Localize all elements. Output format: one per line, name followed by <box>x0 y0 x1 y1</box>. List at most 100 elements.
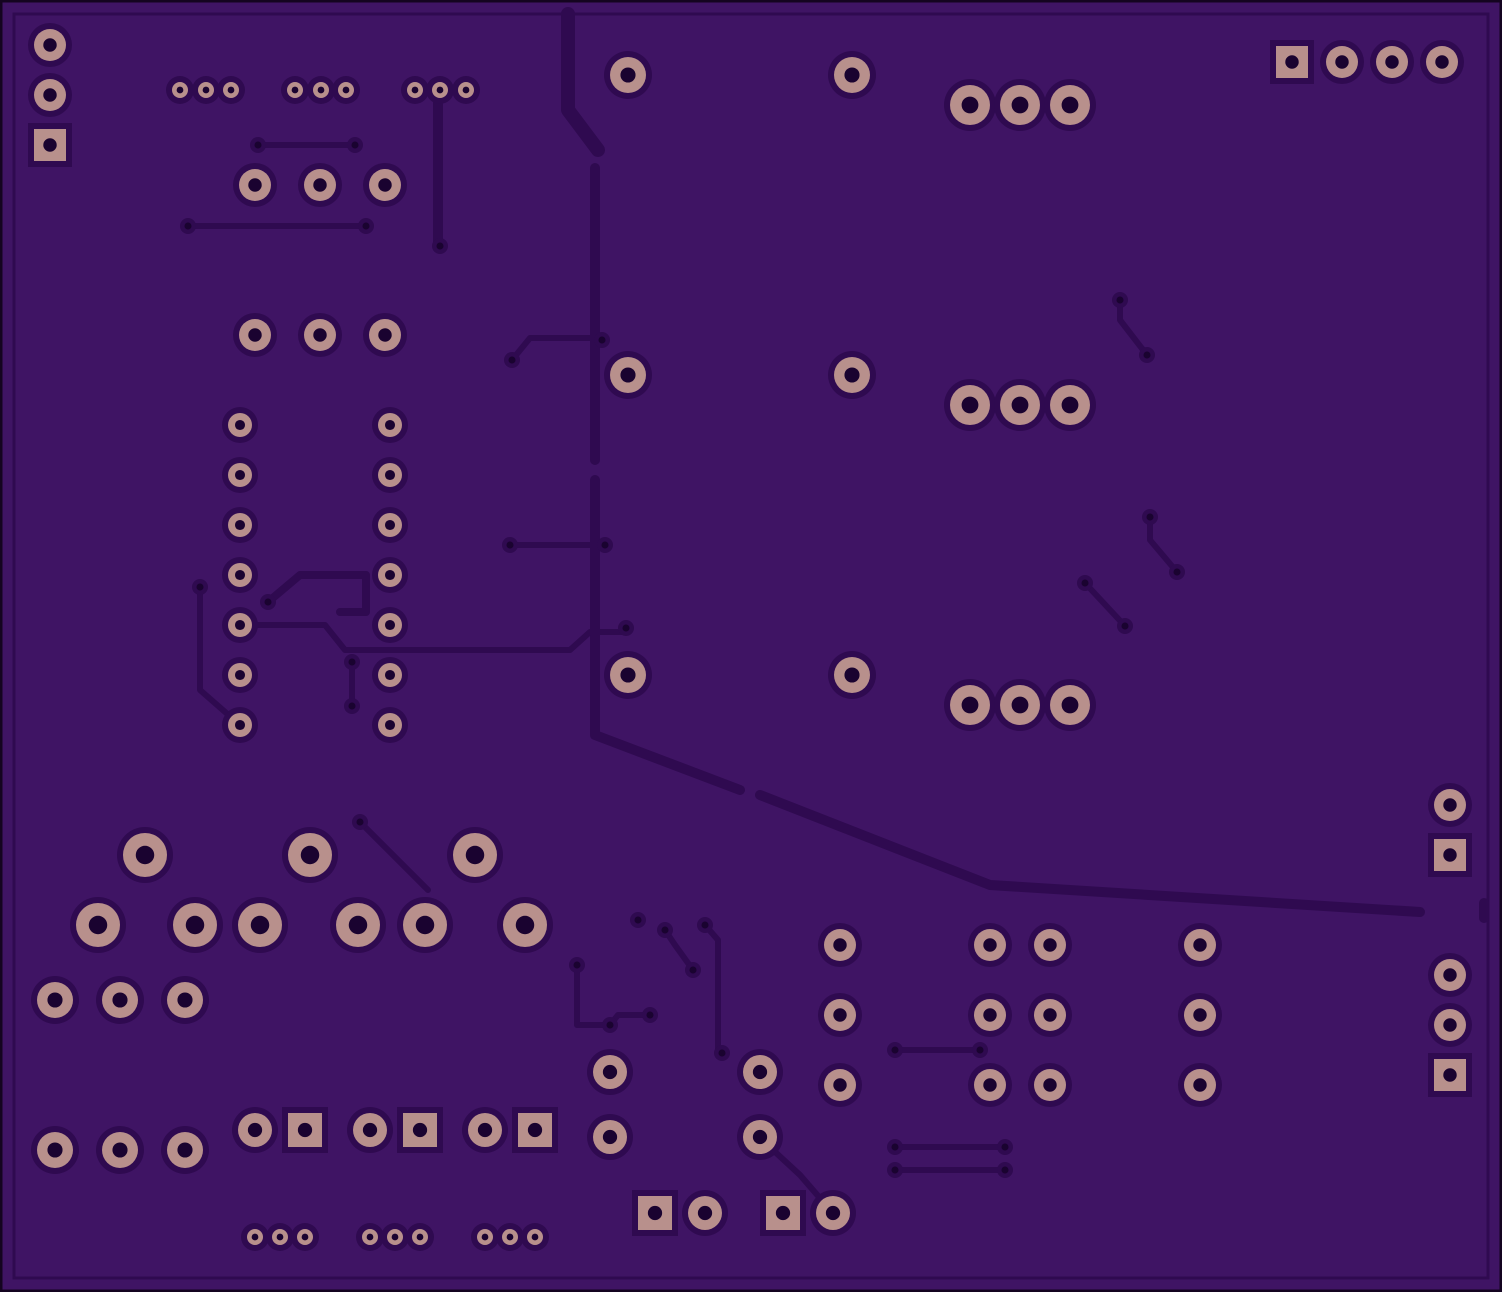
via-drill <box>356 818 364 826</box>
dip-pad-drill <box>234 519 246 531</box>
via-drill <box>362 222 370 230</box>
dip-pad-drill <box>384 669 396 681</box>
jack-pad-drill <box>177 1142 193 1158</box>
header-pad-drill <box>1385 55 1399 69</box>
jack-pad-drill <box>47 992 63 1008</box>
via-drill <box>508 356 516 364</box>
pot-pad-drill <box>88 915 108 935</box>
connector-pad-drill <box>247 1122 263 1138</box>
header-pad-drill <box>1443 798 1457 812</box>
large-pad-drill <box>844 667 860 683</box>
copper-trace <box>509 335 605 363</box>
smd-small-pad-drill <box>366 1233 374 1241</box>
large-pad-drill <box>844 367 860 383</box>
connector-pad-drill <box>412 1122 428 1138</box>
smd-small-pad-drill <box>301 1233 309 1241</box>
dip-pad-drill <box>384 519 396 531</box>
via-layer <box>180 137 1185 1178</box>
via-drill <box>506 541 514 549</box>
via-drill <box>254 141 262 149</box>
through-hole-pad-drill <box>313 328 327 342</box>
copper-trace <box>237 622 629 653</box>
connector-pad-drill <box>477 1122 493 1138</box>
copper-trace <box>357 819 431 893</box>
via-drill <box>622 624 630 632</box>
connector-pad-drill <box>775 1205 791 1221</box>
dip-pad-drill <box>234 569 246 581</box>
header-pad-drill <box>43 138 57 152</box>
regulator-pad-drill <box>1061 96 1079 114</box>
header-pad-drill <box>43 38 57 52</box>
via-drill <box>1121 622 1129 630</box>
via-drill <box>891 1046 899 1054</box>
smd-small-pad-drill <box>416 1233 424 1241</box>
through-hole-pad-drill <box>983 1008 997 1022</box>
dip-pad-drill <box>384 719 396 731</box>
large-pad-drill <box>620 367 636 383</box>
ground-plane-outline <box>12 12 1490 1280</box>
header-pad-drill <box>1443 968 1457 982</box>
dip-pad-drill <box>234 419 246 431</box>
dip-pad-drill <box>234 469 246 481</box>
through-hole-pad-drill <box>313 178 327 192</box>
via-drill <box>436 242 444 250</box>
copper-trace <box>755 790 1425 917</box>
smd-small-pad-drill <box>462 86 470 94</box>
smd-small-pad-drill <box>202 86 210 94</box>
via-drill <box>634 916 642 924</box>
through-hole-pad-drill <box>752 1064 768 1080</box>
large-pad-drill <box>620 67 636 83</box>
via-drill <box>1173 568 1181 576</box>
regulator-pad-drill <box>1011 396 1029 414</box>
through-hole-pad-drill <box>833 1008 847 1022</box>
jack-pad-drill <box>47 1142 63 1158</box>
dip-pad-drill <box>234 719 246 731</box>
via-drill <box>891 1166 899 1174</box>
connector-pad-drill <box>647 1205 663 1221</box>
dip-pad-drill <box>384 569 396 581</box>
connector-pad-drill <box>297 1122 313 1138</box>
through-hole-pad-drill <box>983 1078 997 1092</box>
dip-pad-drill <box>234 669 246 681</box>
through-hole-pad-drill <box>248 328 262 342</box>
through-hole-pad-drill <box>378 178 392 192</box>
through-hole-pad-drill <box>248 178 262 192</box>
connector-pad-drill <box>362 1122 378 1138</box>
pot-pad-drill <box>300 845 320 865</box>
smd-small-pad-drill <box>411 86 419 94</box>
jack-pad-drill <box>177 992 193 1008</box>
through-hole-pad-drill <box>1043 1008 1057 1022</box>
via-drill <box>1001 1166 1009 1174</box>
via-drill <box>701 921 709 929</box>
via-drill <box>606 1021 614 1029</box>
smd-small-pad-drill <box>506 1233 514 1241</box>
via-drill <box>573 961 581 969</box>
through-hole-pad-drill <box>1043 938 1057 952</box>
smd-small-pad-drill <box>176 86 184 94</box>
via-drill <box>891 1143 899 1151</box>
header-pad-drill <box>1335 55 1349 69</box>
header-pad-drill <box>1435 55 1449 69</box>
via-drill <box>1146 513 1154 521</box>
smd-small-pad-drill <box>391 1233 399 1241</box>
connector-pad-drill <box>697 1205 713 1221</box>
smd-small-pad-drill <box>317 86 325 94</box>
via-drill <box>689 966 697 974</box>
pot-pad-drill <box>185 915 205 935</box>
through-hole-pad-drill <box>602 1129 618 1145</box>
regulator-pad-drill <box>1061 696 1079 714</box>
pot-pad-drill <box>415 915 435 935</box>
via-drill <box>1001 1143 1009 1151</box>
regulator-pad-drill <box>1061 396 1079 414</box>
via-drill <box>1143 351 1151 359</box>
connector-pad-drill <box>825 1205 841 1221</box>
via-drill <box>196 583 204 591</box>
through-hole-pad-drill <box>752 1129 768 1145</box>
via-drill <box>976 1046 984 1054</box>
smd-small-pad-drill <box>227 86 235 94</box>
dip-pad-drill <box>384 419 396 431</box>
jack-pad-drill <box>112 1142 128 1158</box>
pad-layer <box>28 23 1472 1251</box>
pot-pad-drill <box>515 915 535 935</box>
pot-pad-drill <box>250 915 270 935</box>
